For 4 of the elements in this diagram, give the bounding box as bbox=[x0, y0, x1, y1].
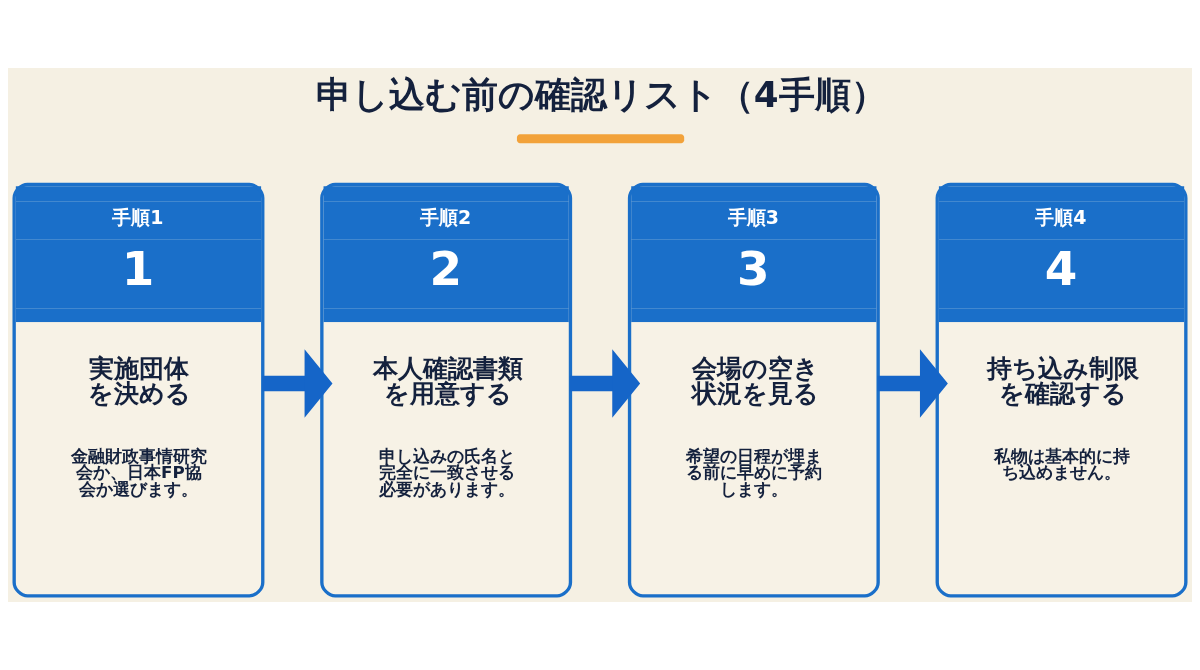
arrow bbox=[877, 349, 948, 418]
diagram-title: 申し込む前の確認リスト（4手順） bbox=[315, 74, 887, 116]
arrow bbox=[262, 349, 333, 418]
arrow bbox=[569, 349, 641, 418]
